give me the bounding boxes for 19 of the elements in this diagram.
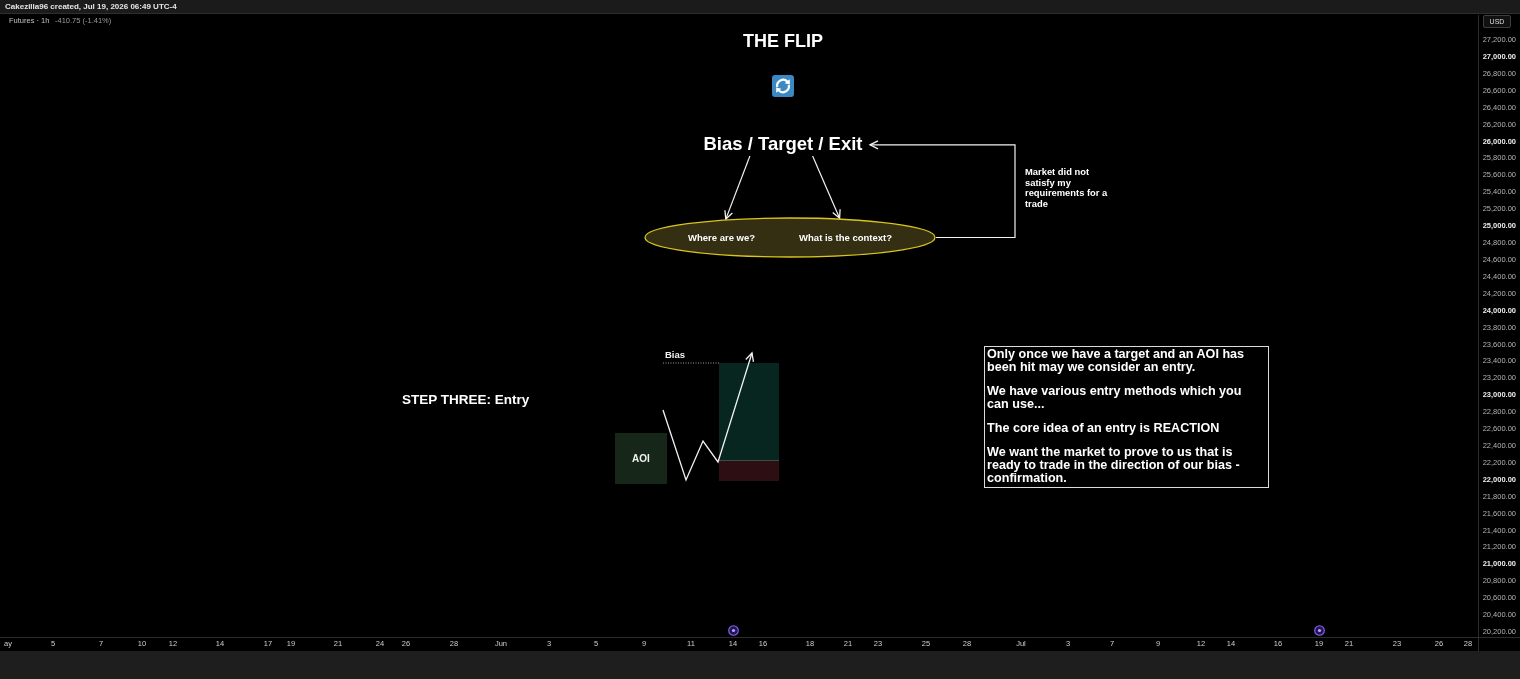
heading-text: Bias / Target / Exit — [696, 131, 870, 156]
arrow — [812, 155, 841, 219]
note-paragraph: The core idea of an entry is REACTION — [987, 422, 1221, 435]
aoi-zone — [615, 433, 667, 484]
note-paragraph: We want the market to prove to us that is ready to trade in the direction of our bias - confirmation. — [987, 446, 1241, 485]
level-label: Bias — [665, 349, 686, 360]
zone-label: AOI — [632, 453, 650, 464]
note-paragraph: Only once we have a target and an AOI has been hit may we consider an entry. — [987, 348, 1246, 374]
header-text: Cakezilla96 created, Jul 19, 2026 06:49 UTC-4 — [5, 2, 177, 12]
target-zone — [719, 363, 779, 461]
diagram-title: THE FLIP — [742, 30, 824, 52]
note-box — [984, 346, 1269, 488]
step-heading: STEP THREE: Entry — [402, 392, 530, 408]
question-text: What is the context? — [799, 232, 892, 243]
arrow — [724, 155, 751, 220]
stop-zone — [719, 461, 779, 481]
arrow — [869, 140, 1016, 239]
note-paragraph: We have various entry methods which you can use... — [987, 385, 1243, 411]
question-text: Where are we? — [688, 232, 756, 243]
